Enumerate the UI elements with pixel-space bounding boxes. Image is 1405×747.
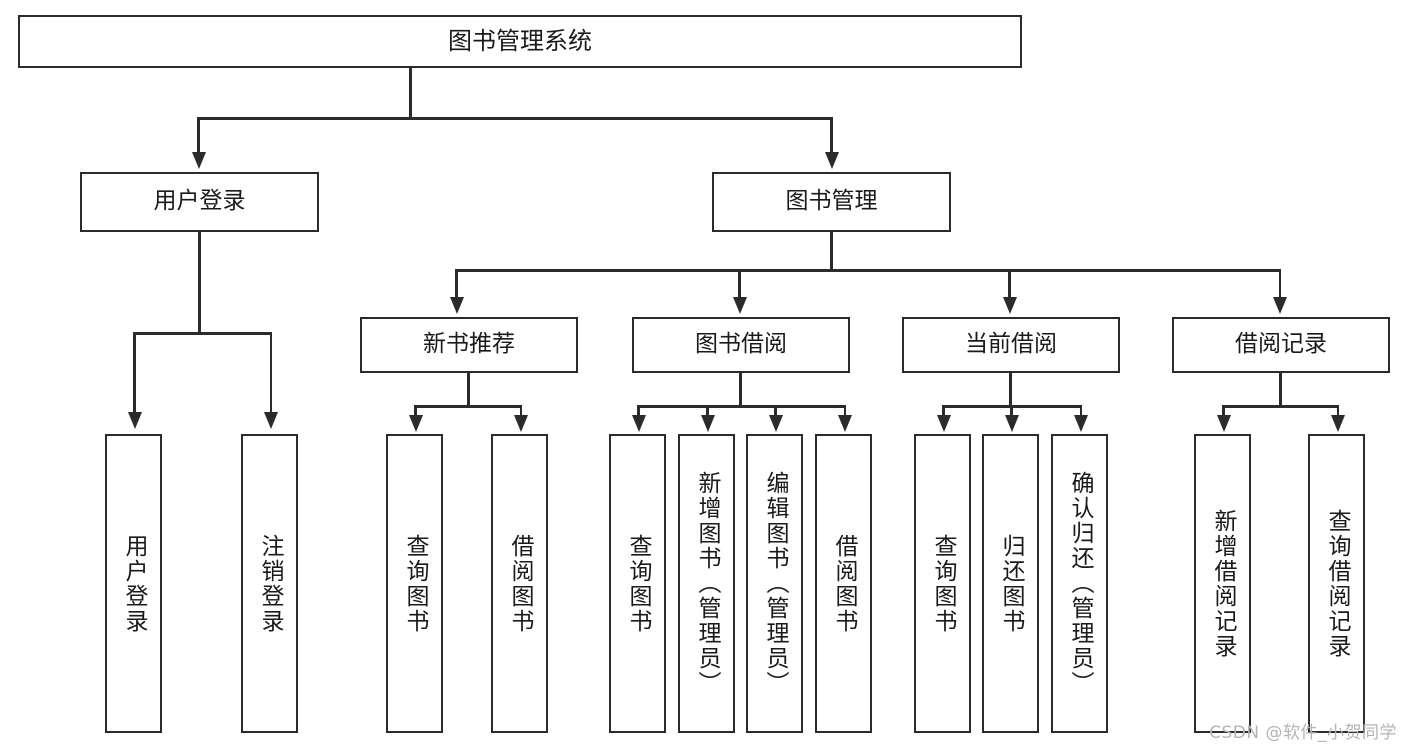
connector-borrowrecord-stem (1279, 373, 1282, 407)
connector-bookmgmt-drop-2 (738, 269, 741, 299)
leaf-return-book[interactable]: 归还图书 (982, 434, 1039, 733)
arrow-to-new-book-recommend (449, 297, 464, 314)
node-label: 图书借阅 (695, 331, 787, 358)
leaf-query-borrow-record[interactable]: 查询借阅记录 (1308, 434, 1365, 733)
connector-bookborrow-bar (637, 405, 846, 408)
leaf-logout[interactable]: 注销登录 (241, 434, 298, 733)
node-root-system[interactable]: 图书管理系统 (18, 15, 1022, 68)
connector-newbook-bar (414, 405, 522, 408)
connector-bookborrow-drop-1 (637, 405, 640, 417)
connector-bookmgmt-drop-3 (1008, 269, 1011, 299)
connector-userlogin-stem (198, 232, 201, 334)
leaf-query-book-borrow[interactable]: 查询图书 (609, 434, 666, 733)
connector-currentborrow-drop-1 (942, 405, 945, 417)
leaf-query-book-recommend[interactable]: 查询图书 (386, 434, 443, 733)
connector-bookborrow-drop-4 (843, 405, 846, 417)
arrow-to-leaf-user-login (127, 412, 142, 429)
node-label: 新增图书（管理员） (694, 471, 720, 696)
arrow-to-leaf-borrow-book-2 (838, 415, 852, 432)
node-new-book-recommend[interactable]: 新书推荐 (360, 317, 578, 373)
connector-userlogin-drop-1 (133, 332, 136, 414)
node-label: 编辑图书（管理员） (762, 471, 788, 696)
connector-userlogin-drop-2 (269, 332, 272, 414)
leaf-user-login[interactable]: 用户登录 (105, 434, 162, 733)
connector-bookmgmt-bar (455, 269, 1281, 272)
node-user-login[interactable]: 用户登录 (80, 172, 319, 232)
arrow-to-leaf-query-record (1331, 415, 1345, 432)
connector-bookmgmt-drop-1 (455, 269, 458, 299)
connector-root-drop-1 (197, 117, 200, 154)
node-book-borrow[interactable]: 图书借阅 (632, 317, 850, 373)
csdn-watermark: CSDN @软件_小贺同学 (1209, 723, 1397, 743)
connector-bookborrow-drop-2 (706, 405, 709, 417)
leaf-add-book-admin[interactable]: 新增图书（管理员） (678, 434, 735, 733)
arrow-to-leaf-return-book (1004, 415, 1019, 432)
node-label: 确认归还（管理员） (1067, 471, 1093, 696)
arrow-to-user-login (191, 152, 206, 169)
node-label: 当前借阅 (965, 331, 1057, 358)
arrow-to-leaf-query-book-3 (936, 415, 951, 432)
node-label: 借阅图书 (831, 533, 857, 634)
connector-root-stem (409, 68, 412, 118)
connector-borrowrecord-drop-2 (1336, 405, 1339, 417)
connector-root-drop-2 (830, 117, 833, 154)
arrow-to-leaf-borrow-book-1 (514, 415, 528, 432)
node-label: 借阅记录 (1235, 331, 1327, 358)
node-label: 新增借阅记录 (1210, 508, 1236, 659)
leaf-add-borrow-record[interactable]: 新增借阅记录 (1194, 434, 1251, 733)
node-label: 查询借阅记录 (1324, 508, 1350, 659)
leaf-edit-book-admin[interactable]: 编辑图书（管理员） (746, 434, 803, 733)
node-label: 归还图书 (998, 533, 1024, 634)
arrow-to-leaf-query-book-2 (631, 415, 646, 432)
arrow-to-borrow-record (1273, 297, 1287, 314)
node-label: 图书管理 (785, 188, 878, 215)
node-label: 查询图书 (930, 533, 956, 634)
connector-bookmgmt-drop-4 (1278, 269, 1281, 299)
arrow-to-leaf-confirm-return (1074, 415, 1088, 432)
node-book-management[interactable]: 图书管理 (712, 172, 951, 232)
node-label: 新书推荐 (423, 331, 515, 358)
connector-bookborrow-stem (739, 373, 742, 407)
leaf-confirm-return-admin[interactable]: 确认归还（管理员） (1051, 434, 1108, 733)
node-label: 用户登录 (121, 533, 147, 634)
connector-currentborrow-drop-2 (1010, 405, 1013, 417)
arrow-to-leaf-logout (264, 412, 278, 429)
connector-newbook-stem (467, 373, 470, 407)
connector-currentborrow-drop-3 (1079, 405, 1082, 417)
arrow-to-current-borrow (1002, 297, 1017, 314)
node-label: 借阅图书 (507, 533, 533, 634)
connector-newbook-drop-1 (414, 405, 417, 417)
connector-currentborrow-stem (1009, 373, 1012, 407)
connector-root-bar (197, 117, 833, 120)
connector-borrowrecord-bar (1222, 405, 1339, 408)
node-label: 注销登录 (257, 533, 283, 634)
node-borrow-record[interactable]: 借阅记录 (1172, 317, 1390, 373)
arrow-to-leaf-add-record (1216, 415, 1231, 432)
connector-borrowrecord-drop-1 (1222, 405, 1225, 417)
connector-newbook-drop-2 (519, 405, 522, 417)
arrow-to-book-borrow (732, 297, 747, 314)
node-label: 查询图书 (625, 533, 651, 634)
arrow-to-leaf-edit-book (768, 415, 783, 432)
arrow-to-leaf-add-book (700, 415, 715, 432)
connector-bookmgmt-stem (830, 232, 833, 271)
node-label: 查询图书 (402, 533, 428, 634)
connector-bookborrow-drop-3 (774, 405, 777, 417)
arrow-to-leaf-query-book-1 (408, 415, 423, 432)
leaf-borrow-book-recommend[interactable]: 借阅图书 (491, 434, 548, 733)
connector-userlogin-bar (133, 332, 272, 335)
node-current-borrow[interactable]: 当前借阅 (902, 317, 1120, 373)
arrow-to-book-mgmt (824, 152, 839, 169)
node-label: 图书管理系统 (448, 27, 592, 56)
leaf-borrow-book[interactable]: 借阅图书 (815, 434, 872, 733)
leaf-query-book-current[interactable]: 查询图书 (914, 434, 971, 733)
node-label: 用户登录 (153, 188, 246, 215)
